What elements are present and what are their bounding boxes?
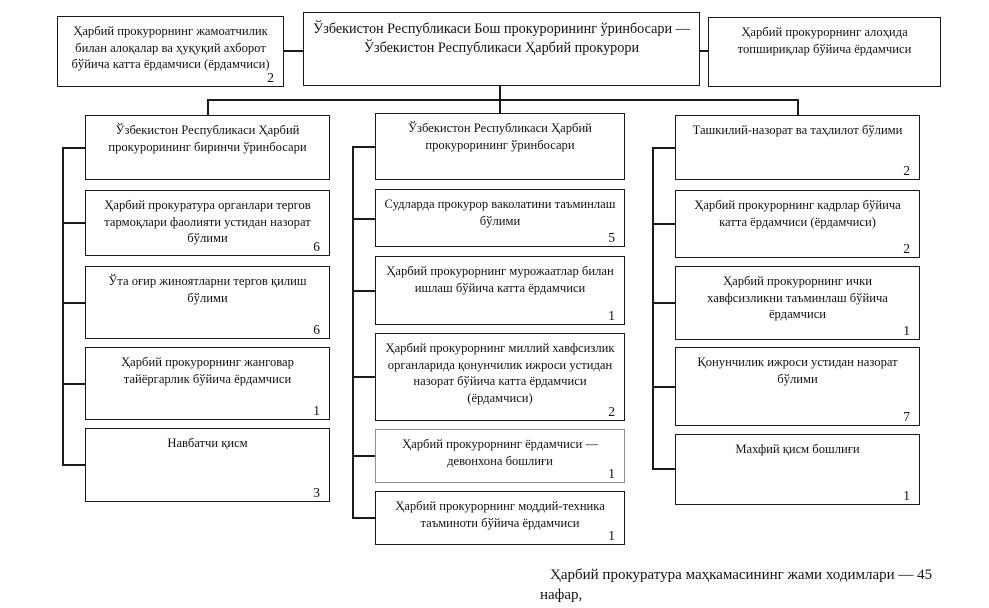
org-box-label: Ташкилий-назорат ва таҳлилот бўлими bbox=[692, 123, 903, 137]
org-box-label: Ҳарбий прокурорнинг кадрлар бўйича катта… bbox=[694, 198, 901, 229]
connector-line bbox=[652, 386, 675, 388]
staff-count: 7 bbox=[903, 408, 910, 424]
org-box-secret-unit-chief: Махфий қисм бошлиғи 1 bbox=[675, 434, 920, 505]
org-box-label: Ўзбекистон Республикаси Бош прокуроринин… bbox=[313, 21, 690, 56]
org-box-law-enforcement-oversight-dept: Қонунчилик ижроси устидан назорат бўлими… bbox=[675, 347, 920, 426]
org-box-organizational-control-dept: Ташкилий-назорат ва таҳлилот бўлими 2 bbox=[675, 115, 920, 180]
org-box-label: Ўзбекистон Республикаси Ҳарбий прокурори… bbox=[108, 123, 307, 154]
org-box-personnel-senior-assistant: Ҳарбий прокурорнинг кадрлар бўйича катта… bbox=[675, 190, 920, 258]
summary-note-line1: Ҳарбий прокуратура маҳкамасининг жами хо… bbox=[540, 567, 933, 604]
staff-count: 6 bbox=[313, 238, 320, 254]
org-box-investigation-oversight-dept: Ҳарбий прокуратура органлари тергов тарм… bbox=[85, 190, 330, 256]
org-box-grave-crimes-dept: Ўта оғир жиноятларни тергов қилиш бўлими… bbox=[85, 266, 330, 339]
org-box-deputy: Ўзбекистон Республикаси Ҳарбий прокурори… bbox=[375, 113, 625, 180]
connector-line bbox=[797, 99, 799, 116]
staff-count: 1 bbox=[903, 322, 910, 338]
org-box-court-authority-dept: Судларда прокурор ваколатини таъминлаш б… bbox=[375, 189, 625, 247]
staff-count: 2 bbox=[267, 69, 274, 85]
staff-count: 5 bbox=[608, 229, 615, 245]
connector-line bbox=[62, 383, 85, 385]
org-box-label: Ҳарбий прокурорнинг ёрдамчиси — девонхон… bbox=[402, 437, 598, 468]
org-box-label: Ҳарбий прокурорнинг моддий-техника таъми… bbox=[395, 499, 605, 530]
org-box-duty-unit: Навбатчи қисм 3 bbox=[85, 428, 330, 502]
staff-count: 2 bbox=[608, 403, 615, 419]
staff-count: 6 bbox=[313, 321, 320, 337]
org-box-label: Махфий қисм бошлиғи bbox=[735, 442, 860, 456]
connector-line bbox=[284, 50, 303, 52]
connector-line bbox=[352, 218, 375, 220]
org-box-first-deputy: Ўзбекистон Республикаси Ҳарбий прокурори… bbox=[85, 115, 330, 180]
org-box-public-relations-senior-assistant: Ҳарбий прокурорнинг жамоатчилик билан ал… bbox=[57, 16, 284, 87]
connector-line bbox=[652, 302, 675, 304]
org-box-label: Судларда прокурор ваколатини таъминлаш б… bbox=[384, 197, 616, 228]
staff-count: 1 bbox=[313, 402, 320, 418]
org-box-internal-security-assistant: Ҳарбий прокурорнинг ички хавфсизликни та… bbox=[675, 266, 920, 340]
connector-line bbox=[62, 147, 85, 149]
org-box-label: Ҳарбий прокурорнинг жамоатчилик билан ал… bbox=[71, 24, 270, 72]
connector-line bbox=[652, 147, 654, 469]
connector-line bbox=[62, 302, 85, 304]
connector-line bbox=[352, 146, 354, 518]
connector-line bbox=[700, 50, 708, 52]
staff-count: 3 bbox=[313, 484, 320, 500]
org-box-special-assignments-assistant: Ҳарбий прокурорнинг алоҳида топшириқлар … bbox=[708, 17, 941, 87]
connector-line bbox=[62, 222, 85, 224]
org-box-military-prosecutor-head: Ўзбекистон Республикаси Бош прокуроринин… bbox=[303, 12, 700, 86]
org-box-label: Ҳарбий прокурорнинг миллий хавфсизлик ор… bbox=[385, 341, 615, 405]
org-box-label: Ҳарбий прокурорнинг мурожаатлар билан иш… bbox=[386, 264, 614, 295]
summary-note: Ҳарбий прокуратура маҳкамасининг жами хо… bbox=[540, 565, 965, 608]
org-box-combat-training-assistant: Ҳарбий прокурорнинг жанговар тайёргарлик… bbox=[85, 347, 330, 420]
org-box-national-security-oversight-assistant: Ҳарбий прокурорнинг миллий хавфсизлик ор… bbox=[375, 333, 625, 421]
connector-line bbox=[352, 517, 375, 519]
connector-line bbox=[352, 146, 375, 148]
connector-line bbox=[207, 99, 209, 116]
staff-count: 1 bbox=[608, 527, 615, 543]
org-box-label: Ҳарбий прокуратура органлари тергов тарм… bbox=[104, 198, 311, 246]
org-box-label: Ўзбекистон Республикаси Ҳарбий прокурори… bbox=[408, 121, 592, 152]
connector-line bbox=[352, 290, 375, 292]
org-box-chancellery-chief-assistant: Ҳарбий прокурорнинг ёрдамчиси — девонхон… bbox=[375, 429, 625, 483]
staff-count: 1 bbox=[608, 307, 615, 323]
connector-line bbox=[652, 468, 675, 470]
connector-line bbox=[62, 464, 85, 466]
org-box-label: Ҳарбий прокурорнинг ички хавфсизликни та… bbox=[707, 274, 888, 322]
org-box-label: Қонунчилик ижроси устидан назорат бўлими bbox=[697, 355, 898, 386]
connector-line bbox=[207, 99, 798, 101]
connector-line bbox=[652, 147, 675, 149]
org-box-label: Ҳарбий прокурорнинг жанговар тайёргарлик… bbox=[121, 355, 294, 386]
connector-line bbox=[352, 376, 375, 378]
org-box-label: Навбатчи қисм bbox=[167, 436, 248, 450]
connector-line bbox=[652, 223, 675, 225]
connector-line bbox=[62, 147, 64, 466]
staff-count: 1 bbox=[608, 465, 615, 481]
staff-count: 2 bbox=[903, 162, 910, 178]
org-box-label: Ўта оғир жиноятларни тергов қилиш бўлими bbox=[108, 274, 307, 305]
org-box-appeals-senior-assistant: Ҳарбий прокурорнинг мурожаатлар билан иш… bbox=[375, 256, 625, 325]
org-box-logistics-assistant: Ҳарбий прокурорнинг моддий-техника таъми… bbox=[375, 491, 625, 545]
staff-count: 2 bbox=[903, 240, 910, 256]
connector-line bbox=[352, 455, 375, 457]
org-box-label: Ҳарбий прокурорнинг алоҳида топшириқлар … bbox=[737, 25, 912, 56]
staff-count: 1 bbox=[903, 487, 910, 503]
